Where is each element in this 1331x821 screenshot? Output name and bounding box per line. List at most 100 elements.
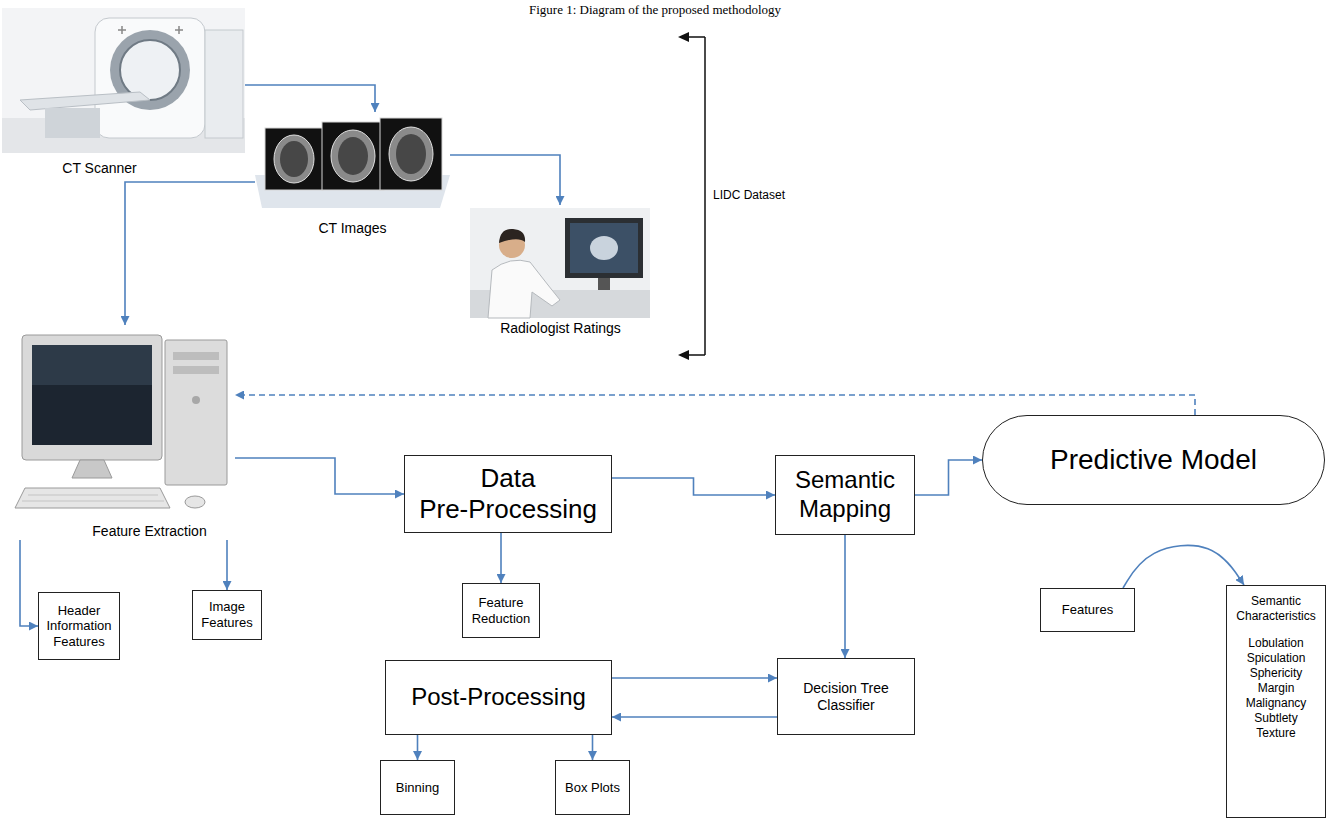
text-run: Feature bbox=[479, 595, 524, 610]
text-run: Mapping bbox=[799, 495, 891, 522]
feedback-arrow bbox=[235, 395, 1195, 415]
text-run: Ratings bbox=[573, 320, 620, 336]
scanner-bore bbox=[120, 40, 180, 100]
flow-arrow bbox=[417, 735, 419, 760]
box-text: Post-Processing bbox=[411, 683, 586, 712]
box-text: Semantic Characteristics bbox=[1233, 594, 1319, 624]
list-item: Spiculation bbox=[1247, 651, 1306, 666]
power-button bbox=[192, 396, 200, 404]
monitor-screen bbox=[570, 223, 638, 273]
slice-skull bbox=[389, 127, 433, 181]
ct-slice bbox=[322, 122, 384, 190]
text-run: Plots bbox=[591, 780, 620, 795]
text-run: Characteristics bbox=[1236, 609, 1315, 623]
text-run: Images bbox=[341, 220, 387, 236]
photo-background bbox=[470, 208, 650, 318]
flow-arrow bbox=[226, 540, 228, 590]
caption-holder: CT Images bbox=[285, 220, 420, 237]
bracket-line bbox=[684, 37, 705, 355]
flow-arrow bbox=[612, 677, 777, 679]
ct-images-illustration bbox=[255, 118, 450, 208]
text-run: Features bbox=[201, 615, 252, 630]
text-run: Binning bbox=[396, 780, 439, 795]
text-run: Margin bbox=[1258, 681, 1295, 695]
screen-glare bbox=[32, 345, 152, 385]
flow-arrow bbox=[844, 535, 846, 658]
drive-slot bbox=[173, 352, 219, 360]
drive-slot bbox=[173, 366, 219, 374]
text-run: Scanner bbox=[85, 160, 137, 176]
text-run: Malignancy bbox=[1246, 696, 1307, 710]
list-item: Margin bbox=[1258, 681, 1295, 696]
keyboard-keys bbox=[22, 495, 164, 501]
caption-holder: Feature Extraction bbox=[67, 523, 232, 540]
box-text: Predictive Model bbox=[1050, 443, 1257, 477]
text-run: Reduction bbox=[472, 611, 531, 626]
text-run: Decision bbox=[803, 680, 857, 696]
text-run: Sphericity bbox=[1250, 666, 1303, 680]
flow-arrow bbox=[235, 458, 404, 494]
ct-scanner-illustration bbox=[2, 8, 245, 153]
text-run: CT bbox=[62, 160, 80, 176]
slice-brain bbox=[396, 134, 426, 174]
text-run: Feature bbox=[92, 523, 140, 539]
scanner-table bbox=[20, 92, 150, 110]
process-box: Post-Processing bbox=[385, 660, 612, 735]
flow-arrow bbox=[450, 155, 560, 205]
bracket-arrowhead bbox=[678, 350, 689, 360]
computer-illustration bbox=[15, 335, 227, 508]
model-terminal: Predictive Model bbox=[982, 415, 1325, 505]
text-run: Pre-Processing bbox=[419, 494, 597, 524]
text-run: Spiculation bbox=[1247, 651, 1306, 665]
box-text: Feature Reduction bbox=[469, 595, 533, 626]
computer-node: Feature Extraction bbox=[5, 325, 235, 540]
output-box: Binning bbox=[380, 760, 455, 815]
box-text: Decision Tree Classifier bbox=[784, 680, 908, 714]
flow-arrow bbox=[915, 460, 982, 495]
table-pedestal bbox=[45, 108, 100, 138]
output-box: Header Information Features bbox=[38, 592, 120, 660]
hair bbox=[499, 229, 525, 243]
keyboard bbox=[15, 488, 170, 508]
box-text: Semantic Mapping bbox=[782, 466, 908, 524]
flow-arrow bbox=[592, 735, 594, 760]
text-run: Model bbox=[1181, 444, 1257, 475]
list-item: Lobulation bbox=[1248, 636, 1303, 651]
text-run: Semantic bbox=[1251, 594, 1301, 608]
scanner-panel bbox=[205, 30, 243, 138]
characteristics-box: Semantic CharacteristicsLobulationSpicul… bbox=[1226, 585, 1326, 818]
process-box: Data Pre-Processing bbox=[404, 455, 612, 533]
box-text: Image Features bbox=[199, 599, 255, 630]
box-text: Features bbox=[1062, 602, 1113, 618]
flow-arrow bbox=[1123, 545, 1244, 588]
output-box: Feature Reduction bbox=[462, 583, 540, 638]
slice-skull bbox=[274, 135, 314, 183]
flow-arrow bbox=[612, 478, 775, 495]
image-caption: CT Scanner bbox=[47, 160, 152, 177]
monitor-screen bbox=[32, 345, 152, 445]
text-run: Tree bbox=[861, 680, 889, 696]
list-item: Subtlety bbox=[1254, 711, 1297, 726]
classifier-box: Decision Tree Classifier bbox=[777, 658, 915, 735]
figure-caption: Figure 1: Diagram of the proposed method… bbox=[405, 2, 905, 18]
slice-brain bbox=[280, 141, 308, 177]
text-run: CT bbox=[318, 220, 336, 236]
text-run: Information bbox=[46, 618, 111, 633]
slice-skull bbox=[331, 130, 375, 182]
caption-holder: CT Scanner bbox=[47, 160, 152, 177]
list-item: Texture bbox=[1256, 726, 1295, 741]
text-run: Texture bbox=[1256, 726, 1295, 740]
bracket-label: LIDC Dataset bbox=[713, 188, 785, 202]
image-caption: Radiologist Ratings bbox=[468, 320, 653, 337]
ct-images-node: CT Images bbox=[255, 112, 450, 237]
ct-slice bbox=[265, 128, 323, 190]
text-run: Data bbox=[481, 463, 536, 493]
mouse bbox=[185, 496, 205, 508]
text-run: Post-Processing bbox=[411, 683, 586, 710]
text-run: Predictive bbox=[1050, 444, 1173, 475]
text-run: Classifier bbox=[817, 697, 875, 713]
gantry-marks bbox=[118, 26, 183, 34]
list-item: Sphericity bbox=[1250, 666, 1303, 681]
flow-arrow bbox=[20, 540, 38, 626]
